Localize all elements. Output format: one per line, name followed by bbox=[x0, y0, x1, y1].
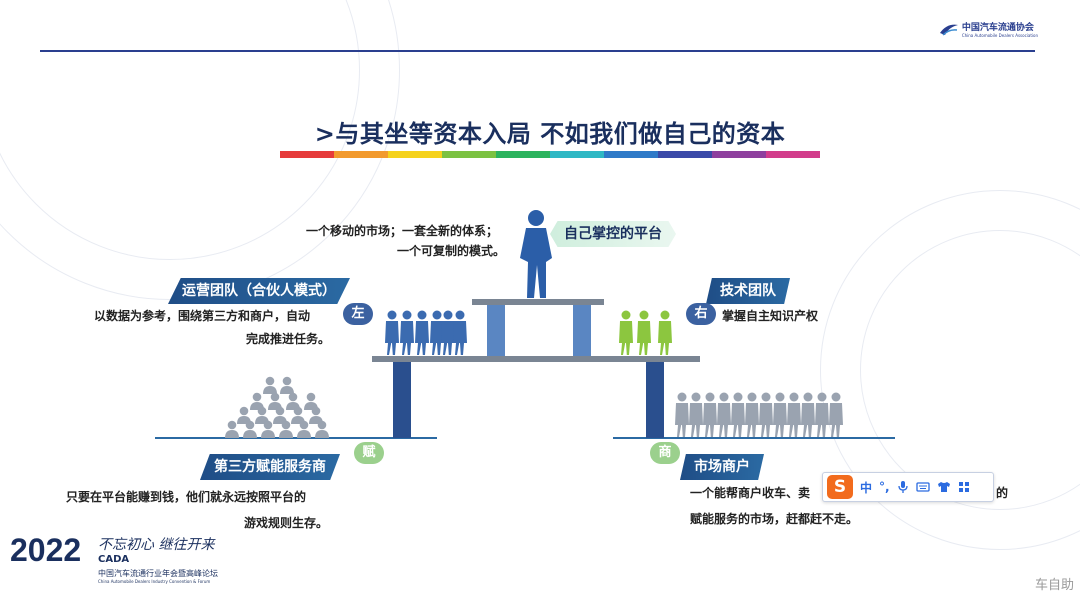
operations-desc-line2: 完成推进任务。 bbox=[246, 332, 331, 346]
top-platform bbox=[472, 299, 604, 305]
service-desc-line2: 游戏规则生存。 bbox=[244, 516, 329, 530]
service-badge: 赋 bbox=[354, 442, 384, 464]
forum-subtitle: 中国汽车流通行业年会暨高峰论坛 bbox=[98, 569, 218, 578]
rainbow-segment bbox=[280, 151, 334, 158]
keyboard-icon[interactable] bbox=[915, 481, 930, 493]
platform-banner: 自己掌控的平台 bbox=[550, 221, 676, 247]
rainbow-segment bbox=[496, 151, 550, 158]
top-support-right bbox=[573, 305, 591, 356]
rainbow-segment bbox=[388, 151, 442, 158]
platform-desc-line1: 一个移动的市场；一套全新的体系； bbox=[306, 224, 499, 238]
forum-year: 2022 bbox=[10, 532, 82, 568]
rainbow-segment bbox=[658, 151, 712, 158]
rainbow-segment bbox=[550, 151, 604, 158]
rainbow-segment bbox=[766, 151, 820, 158]
pillar-right bbox=[646, 362, 664, 438]
ime-punctuation-toggle[interactable]: °, bbox=[879, 480, 890, 494]
left-badge: 左 bbox=[343, 303, 373, 325]
ime-toolbar[interactable]: S 中 °, bbox=[822, 472, 994, 502]
association-logo: 中国汽车流通协会 China Automobile Dealers Associ… bbox=[939, 20, 1038, 38]
service-provider-crowd bbox=[225, 376, 329, 438]
cada-forum-logo: 2022 不忘初心 继往开来 CADA 中国汽车流通行业年会暨高峰论坛 Chin… bbox=[10, 532, 218, 584]
forum-subtitle-en: China Automobile Dealers Industry Conven… bbox=[98, 579, 211, 584]
tech-team-banner: 技术团队 bbox=[706, 278, 790, 304]
ime-logo[interactable]: S bbox=[827, 475, 853, 499]
merchant-desc-line1b: 的 bbox=[996, 486, 1009, 500]
leader-figure bbox=[520, 210, 552, 298]
grid-icon[interactable] bbox=[958, 481, 970, 493]
slide-title: >与其坐等资本入局 不如我们做自己的资本 bbox=[314, 120, 786, 148]
service-provider-banner: 第三方赋能服务商 bbox=[200, 454, 340, 480]
middle-platform bbox=[372, 356, 700, 362]
forum-slogan: 不忘初心 继往开来 bbox=[98, 537, 215, 553]
platform-desc-line2: 一个可复制的模式。 bbox=[397, 244, 506, 258]
merchant-desc-line1a: 一个能帮商户收车、卖 bbox=[690, 486, 811, 500]
logo-name-cn: 中国汽车流通协会 bbox=[961, 23, 1034, 33]
top-support-left bbox=[487, 305, 505, 356]
pillar-left bbox=[393, 362, 411, 438]
rainbow-segment bbox=[712, 151, 766, 158]
rainbow-underline bbox=[280, 151, 820, 158]
logo-name-en: China Automobile Dealers Association bbox=[961, 33, 1038, 38]
ime-chinese-toggle[interactable]: 中 bbox=[860, 480, 873, 495]
shirt-icon[interactable] bbox=[937, 481, 951, 493]
operations-desc-line1: 以数据为参考，围绕第三方和商户，自动 bbox=[94, 309, 311, 323]
rainbow-segment bbox=[604, 151, 658, 158]
merchant-badge: 商 bbox=[650, 442, 680, 464]
mic-icon[interactable] bbox=[897, 480, 909, 494]
rainbow-segment bbox=[442, 151, 496, 158]
rainbow-segment bbox=[334, 151, 388, 158]
header-rule bbox=[40, 50, 1035, 52]
car-swoosh-icon bbox=[939, 24, 958, 36]
tech-team-desc: 掌握自主知识产权 bbox=[722, 309, 819, 323]
watermark: 车自助 bbox=[1034, 578, 1074, 593]
right-team-figures bbox=[619, 310, 672, 355]
left-team-figures bbox=[385, 310, 467, 355]
merchant-crowd bbox=[675, 392, 843, 437]
cada-wordmark: CADA bbox=[98, 554, 130, 565]
merchant-banner: 市场商户 bbox=[680, 454, 764, 480]
operations-team-banner: 运营团队（合伙人模式） bbox=[168, 278, 350, 304]
merchant-desc-line2: 赋能服务的市场，赶都赶不走。 bbox=[690, 512, 859, 526]
service-desc-line1: 只要在平台能赚到钱，他们就永远按照平台的 bbox=[66, 490, 307, 504]
right-badge: 右 bbox=[686, 303, 716, 325]
